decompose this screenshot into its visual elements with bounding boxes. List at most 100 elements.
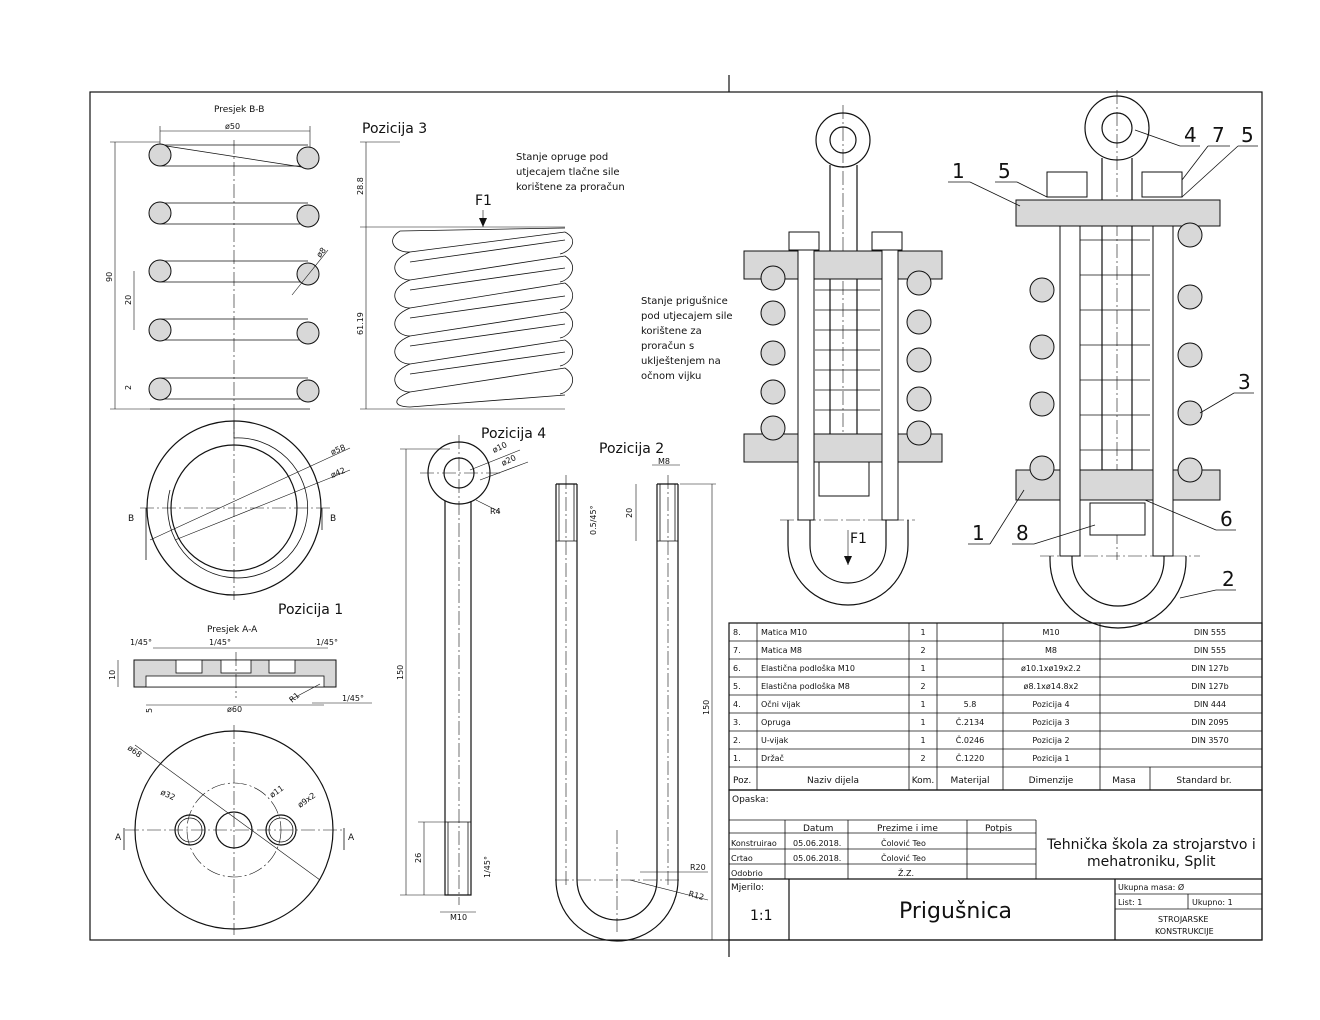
balloon-5-top-right: 5 [1241, 123, 1254, 147]
bom-cell: 1 [920, 718, 925, 727]
bom-cell: DIN 555 [1194, 646, 1226, 655]
section-a-left: A [115, 833, 122, 843]
item-balloons: 1 5 4 7 5 3 1 8 6 2 [948, 123, 1258, 599]
spring-top-view: ø58 ø42 B B [128, 415, 351, 600]
dim-d58: ø58 [329, 443, 346, 457]
dim-gap: 2 [124, 385, 133, 390]
spring-section-view: Presjek B-B ø50 90 20 2 ø8 [105, 105, 329, 415]
dim-chamfer-bolt: 1/45° [483, 856, 492, 878]
dim-chamfer-4: 1/45° [342, 694, 364, 703]
col-name: Prezime i ime [877, 824, 938, 834]
sheet-total: Ukupno: 1 [1192, 898, 1233, 907]
u-bolt-view: M8 0.5/45° 20 150 R20 R12 [555, 457, 716, 942]
bom-cell: Č.0246 [956, 734, 985, 745]
dim-h61: 61.19 [356, 312, 365, 335]
bom-cell: 2. [733, 736, 741, 745]
dim-m8: M8 [658, 457, 670, 466]
eye-bolt-view: ø10 ø20 R4 150 26 M10 1/45° [396, 435, 529, 922]
bom-header: Standard br. [1176, 776, 1231, 786]
bom-cell: U-vijak [761, 736, 789, 745]
dim-h28: 28.8 [356, 177, 365, 195]
bom-cell: DIN 444 [1194, 700, 1226, 709]
bom-cell: 7. [733, 646, 741, 655]
bom-cell: Pozicija 2 [1032, 736, 1069, 745]
balloon-3: 3 [1238, 370, 1251, 394]
total-mass: Ukupna masa: Ø [1118, 882, 1184, 892]
holder-top-view: ø68 ø32 ø11 ø9x2 A A [115, 725, 355, 935]
note-damper-6: očnom vijku [641, 370, 701, 382]
sheet-number: List: 1 [1118, 898, 1142, 907]
balloon-6: 6 [1220, 507, 1233, 531]
dim-chamfer-1: 1/45° [130, 638, 152, 647]
date-drawn: 05.06.2018. [793, 854, 841, 863]
bom-header: Naziv dijela [807, 776, 859, 786]
bom-cell: 1 [920, 628, 925, 637]
name-drawn: Čolović Teo [881, 852, 926, 863]
note-spring-1: Stanje opruge pod [516, 152, 608, 163]
school-line-2: mehatroniku, Split [1087, 854, 1216, 870]
section-a-right: A [348, 833, 355, 843]
bom-cell: Matica M10 [761, 628, 807, 637]
balloon-2: 2 [1222, 567, 1235, 591]
bom-cell: ø10.1xø19x2.2 [1021, 664, 1081, 673]
bom-cell: 8. [733, 628, 741, 637]
bom-cell: Držač [761, 753, 784, 763]
balloon-8: 8 [1016, 521, 1029, 545]
assembly-loaded-view: F1 Stanje prigušnice pod utjecajem sile … [641, 105, 943, 606]
dim-d42: ø42 [329, 466, 346, 480]
dim-d32: ø32 [159, 788, 176, 803]
dim-d20: ø20 [500, 453, 517, 468]
pos2-title: Pozicija 2 [599, 441, 664, 457]
dim-h90: 90 [105, 272, 114, 282]
bom-cell: 2 [920, 682, 925, 691]
bom-cell: 3. [733, 718, 741, 727]
bom-cell: 4. [733, 700, 741, 709]
bom-header: Dimenzije [1029, 776, 1074, 786]
bom-cell: 1. [733, 754, 741, 763]
bom-cell: DIN 127b [1191, 682, 1228, 691]
bom-cell: DIN 555 [1194, 628, 1226, 637]
dim-h10: 10 [108, 670, 117, 680]
bom-cell: DIN 3570 [1191, 736, 1228, 745]
force-label-assembly: F1 [850, 531, 867, 547]
balloon-1-top: 1 [952, 159, 965, 183]
bom-cell: Elastična podloška M8 [761, 681, 850, 691]
force-label-spring: F1 [475, 193, 492, 209]
dim-l26: 26 [414, 853, 423, 863]
bom-cell: 2 [920, 646, 925, 655]
dept-line-1: STROJARSKE [1158, 915, 1208, 924]
bom-cell: 5. [733, 682, 741, 691]
bom-header: Kom. [912, 776, 935, 786]
dim-l150: 150 [396, 665, 405, 680]
bom-cell: Elastična podloška M10 [761, 663, 855, 673]
dim-l150-u: 150 [702, 700, 711, 715]
spring-compressed-view: 28.8 61.19 F1 Stanje opruge pod [356, 141, 625, 410]
section-aa-label: Presjek A-A [207, 625, 258, 635]
bom-cell: Pozicija 3 [1032, 718, 1069, 727]
dim-m10: M10 [450, 913, 467, 922]
scale-value: 1:1 [750, 908, 773, 924]
dim-pitch: 20 [124, 295, 133, 305]
drawing-frame [89, 91, 1263, 941]
bom-cell: 1 [920, 664, 925, 673]
bom-cell: M10 [1042, 628, 1059, 637]
section-b-right: B [330, 514, 336, 524]
dim-chamfer-2: 1/45° [209, 638, 231, 647]
scale-label: Mjerilo: [731, 883, 764, 893]
dim-h5: 5 [145, 708, 154, 713]
dim-r20: R20 [690, 863, 706, 872]
dim-d60: ø60 [227, 705, 242, 714]
holder-section-view: Presjek A-A 1/45° 1/45° 1/45° 10 ø60 5 R… [108, 625, 372, 714]
note-damper-5: uklještenjem na [641, 355, 721, 367]
dim-t20: 20 [625, 508, 634, 518]
bom-cell: M8 [1045, 646, 1057, 655]
balloon-4: 4 [1184, 123, 1197, 147]
title-block: Opaska: Datum Prezime i ime Potpis Konst… [728, 789, 1263, 941]
pos1-title: Pozicija 1 [278, 602, 343, 618]
dim-d10: ø10 [491, 440, 508, 455]
col-sign: Potpis [985, 824, 1012, 834]
bom-cell: Opruga [761, 718, 791, 727]
